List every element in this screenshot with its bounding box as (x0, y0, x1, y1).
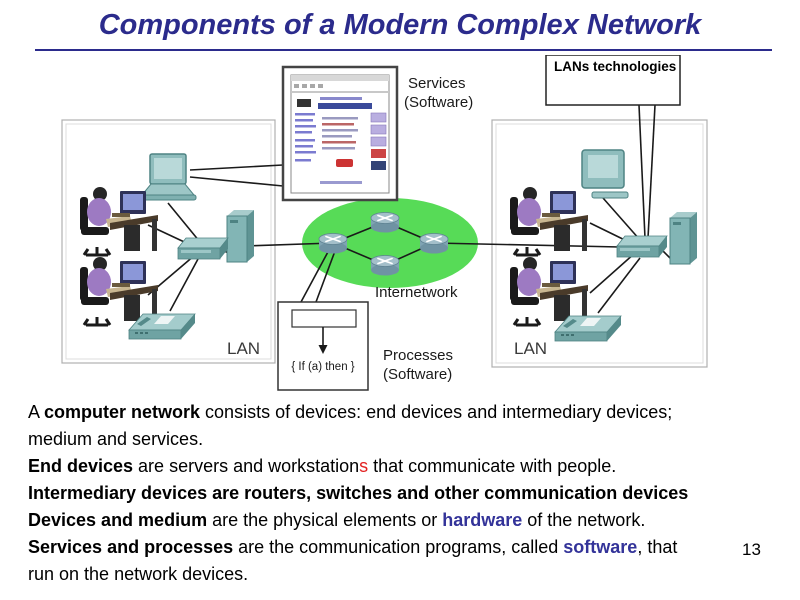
router-icon (370, 211, 400, 234)
body-text-line: Intermediary devices are routers, switch… (28, 483, 689, 503)
laptop-icon (139, 153, 197, 201)
router-icon (419, 232, 449, 255)
lan-left-label: LAN (227, 339, 260, 358)
title-underline (35, 49, 772, 51)
if-then-label: { If (a) then } (291, 361, 354, 373)
router-icon (370, 254, 400, 277)
body-text-line: End devices are servers and workstations… (28, 456, 617, 476)
network-diagram: Services (Software) LANs technologies { … (61, 55, 708, 391)
lan-right-label: LAN (514, 339, 547, 358)
browser-screenshot (290, 74, 390, 194)
callout-links (300, 104, 656, 303)
switch-icon (177, 237, 229, 260)
processes-label-line1: Processes (383, 347, 453, 364)
lan-left-box (61, 119, 276, 364)
lans-technologies-label: LANs technologies (554, 59, 676, 74)
server-icon (226, 209, 255, 263)
body-text: A computer network consists of devices: … (28, 399, 776, 588)
lans-technologies-box: LANs technologies (545, 55, 681, 106)
body-text-line: medium and services. (28, 429, 204, 449)
switch-icon (616, 235, 668, 258)
services-label-line1: Services (408, 75, 466, 92)
services-label-line2: (Software) (404, 94, 473, 111)
processes-box: { If (a) then } (277, 301, 369, 391)
server-icon (669, 211, 698, 265)
down-arrow-icon (318, 327, 328, 354)
desktop-computer-icon (581, 149, 629, 199)
body-text-line: Devices and medium are the physical elem… (28, 510, 646, 530)
page-number: 13 (742, 540, 761, 559)
internetwork-ellipse (302, 198, 478, 288)
processes-label-line2: (Software) (383, 366, 452, 383)
services-box (281, 65, 399, 202)
workstation-icon (508, 255, 590, 327)
slide-title: Components of a Modern Complex Network (98, 9, 702, 41)
router-icon (318, 232, 348, 255)
body-text-line: run on the network devices. (28, 564, 249, 584)
body-text-line: Services and processes are the communica… (28, 537, 678, 557)
internetwork-label: Internetwork (375, 284, 458, 301)
body-text-line: A computer network consists of devices: … (28, 402, 673, 422)
